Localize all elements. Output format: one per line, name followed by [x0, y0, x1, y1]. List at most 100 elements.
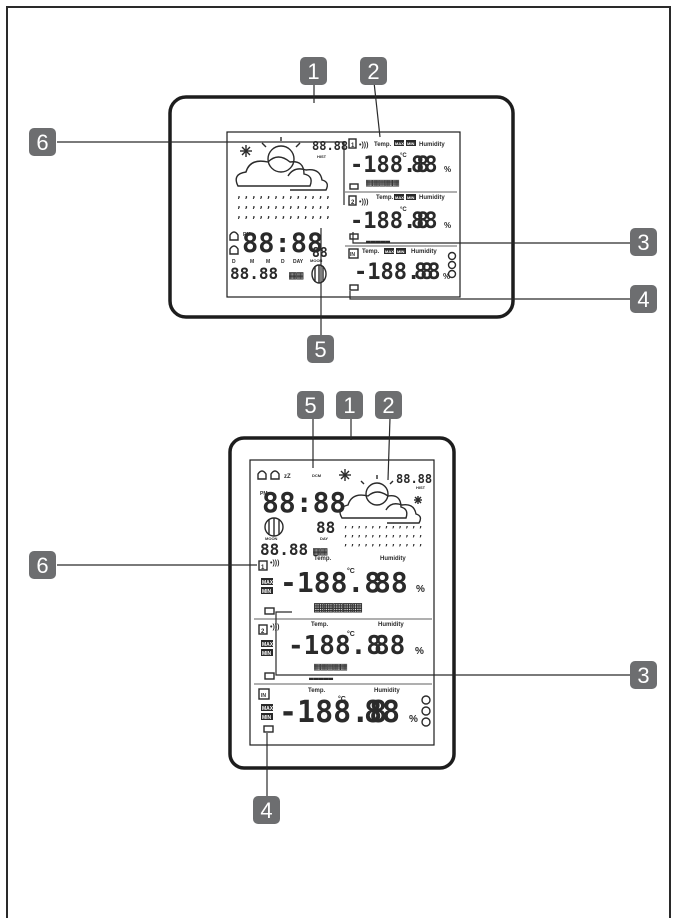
humidity-digits-p2: 88 [374, 631, 405, 661]
landscape-channel-2: 2 •))) Temp. MAX MIN Humidity -188.8 °C … [348, 194, 451, 246]
leader-2b [387, 417, 391, 481]
cloud-icon [235, 156, 329, 191]
pm-label-2: PM [260, 491, 268, 497]
percent-1: % [444, 165, 451, 174]
unit-2: °C [400, 207, 407, 213]
callout-2b: 2 [375, 391, 402, 419]
portrait-channel-1: 1 •))) Temp. Humidity MAX MIN -188.8 °C … [258, 556, 425, 616]
svg-text:MAX: MAX [262, 580, 274, 586]
alarm-bell-icon [229, 245, 239, 255]
svg-text:1: 1 [261, 565, 265, 571]
humidity-label-in2: Humidity [374, 688, 400, 694]
callout-5b: 5 [297, 391, 324, 419]
unit-in2: °C [338, 695, 346, 703]
humidity-label-1: Humidity [419, 142, 445, 148]
svg-text:ʼʼʼʼʼʼʼʼʼʼʼʼ: ʼʼʼʼʼʼʼʼʼʼʼʼ [343, 543, 425, 552]
top-small-digits: 88.88 [312, 139, 348, 153]
radio-signal-icon: •))) [359, 199, 368, 206]
moon-phase-icon [264, 517, 284, 537]
svg-text:MIN: MIN [407, 141, 414, 146]
max-badge-2 [394, 194, 404, 200]
percent-in: % [443, 272, 450, 281]
percent-p1: % [416, 584, 425, 595]
forecast-segments-2: ▬▬▬▬▬ [366, 237, 390, 246]
day-number-2: 88 [316, 518, 335, 537]
max-badge-p2 [261, 640, 273, 647]
landscape-device-housing [168, 95, 515, 319]
in-label: IN [350, 252, 355, 258]
time-digits: 88:88 [242, 228, 323, 259]
svg-text:MAX: MAX [395, 141, 404, 146]
svg-text:5: 5 [304, 393, 316, 418]
day-label-2: DAY [320, 536, 328, 541]
svg-text:ʼʼʼʼʼʼʼʼʼʼʼʼʼ: ʼʼʼʼʼʼʼʼʼʼʼʼʼ [236, 206, 332, 216]
portrait-clock: PM 88:88 MOON 88 DAY 88.88 ▦▦ [260, 486, 346, 559]
temp-digits-in2: -188.8 [279, 695, 387, 730]
svg-text:2: 2 [382, 393, 394, 418]
battery-icon [349, 284, 359, 291]
in-label-2: IN [261, 693, 266, 699]
svg-text:MIN: MIN [407, 195, 414, 200]
dcm-label: DCM [312, 473, 322, 478]
humidity-label-2: Humidity [419, 195, 445, 201]
temp-digits-in: -188.8 [354, 260, 433, 285]
humidity-digits-1: 88 [411, 153, 438, 178]
day-number: 88 [312, 246, 328, 261]
svg-text:4: 4 [260, 798, 272, 823]
svg-text:MIN: MIN [397, 249, 404, 254]
callout-4b: 4 [253, 796, 280, 824]
min-badge-in [396, 248, 406, 254]
date-label-m2: M [266, 259, 270, 265]
svg-text:2: 2 [261, 629, 265, 635]
date-label-d2: D [281, 259, 285, 265]
temp-label-1: Temp. [374, 142, 392, 148]
percent-p2: % [415, 646, 424, 657]
callout-1: 1 [300, 57, 327, 85]
unit-p1: °C [347, 567, 355, 575]
humidity-digits-2: 88 [411, 209, 438, 234]
radio-signal-icon: •))) [270, 624, 279, 631]
weekday-segments: ▦▦ [289, 268, 304, 282]
svg-text:ʼʼʼʼʼʼʼʼʼʼʼʼ: ʼʼʼʼʼʼʼʼʼʼʼʼ [343, 534, 425, 543]
svg-text:MAX: MAX [395, 195, 404, 200]
forecast-segments-1: ▦▦▦▦▦ [366, 176, 399, 189]
humidity-label-in: Humidity [411, 249, 437, 255]
forecast-segments-p1: ▦▦▦▦▦ [314, 597, 363, 616]
humidity-digits-in: 88 [414, 260, 441, 285]
callout-3b: 3 [630, 661, 657, 689]
sun-icon [261, 137, 301, 173]
channel-1-number: 1 [351, 143, 355, 149]
radio-signal-icon: •))) [270, 560, 279, 567]
leader-6 [57, 141, 345, 205]
svg-text:3: 3 [637, 230, 649, 255]
svg-text:1: 1 [307, 59, 319, 84]
svg-text:MAX: MAX [385, 249, 394, 254]
channel-1-house-icon-2 [258, 560, 268, 571]
landscape-indoor: IN Temp. MAX MIN Humidity -188.8 88 % [348, 248, 457, 291]
forecast-segments-p2: ▦▦▦▦▦ [314, 660, 347, 673]
day-label: DAY [293, 259, 304, 265]
wind-icon [339, 469, 351, 481]
svg-text:2: 2 [367, 59, 379, 84]
hist-label-2: HIST [416, 485, 426, 490]
sleep-z-label: zZ [284, 474, 291, 480]
battery-icon [264, 672, 275, 680]
svg-text:3: 3 [637, 663, 649, 688]
forecast-bars-p2: ▬▬▬▬▬ [309, 674, 333, 683]
hist-label: HIST [317, 154, 327, 159]
rain-icon: ʼʼʼʼʼʼʼʼʼʼʼʼʼ ʼʼʼʼʼʼʼʼʼʼʼʼʼ ʼʼʼʼʼʼʼʼʼʼʼʼ… [236, 196, 332, 226]
min-badge-2 [406, 194, 416, 200]
rain-icon: ʼʼʼʼʼʼʼʼʼʼʼʼ ʼʼʼʼʼʼʼʼʼʼʼʼ ʼʼʼʼʼʼʼʼʼʼʼʼ [343, 525, 425, 552]
leader-3 [352, 232, 630, 244]
moon-label-2: MOON [265, 536, 278, 541]
date-label-m: M [250, 259, 254, 265]
max-badge-in2 [261, 704, 273, 711]
page-frame [6, 6, 671, 918]
svg-text:MAX: MAX [262, 706, 274, 712]
svg-text:4: 4 [637, 287, 649, 312]
svg-text:5: 5 [314, 337, 326, 362]
house-icon [348, 248, 359, 259]
date-digits: 88.88 [230, 264, 278, 283]
alarm-bell-icon [229, 231, 239, 241]
portrait-weather-forecast: ʼʼʼʼʼʼʼʼʼʼʼʼ ʼʼʼʼʼʼʼʼʼʼʼʼ ʼʼʼʼʼʼʼʼʼʼʼʼ [339, 475, 425, 552]
